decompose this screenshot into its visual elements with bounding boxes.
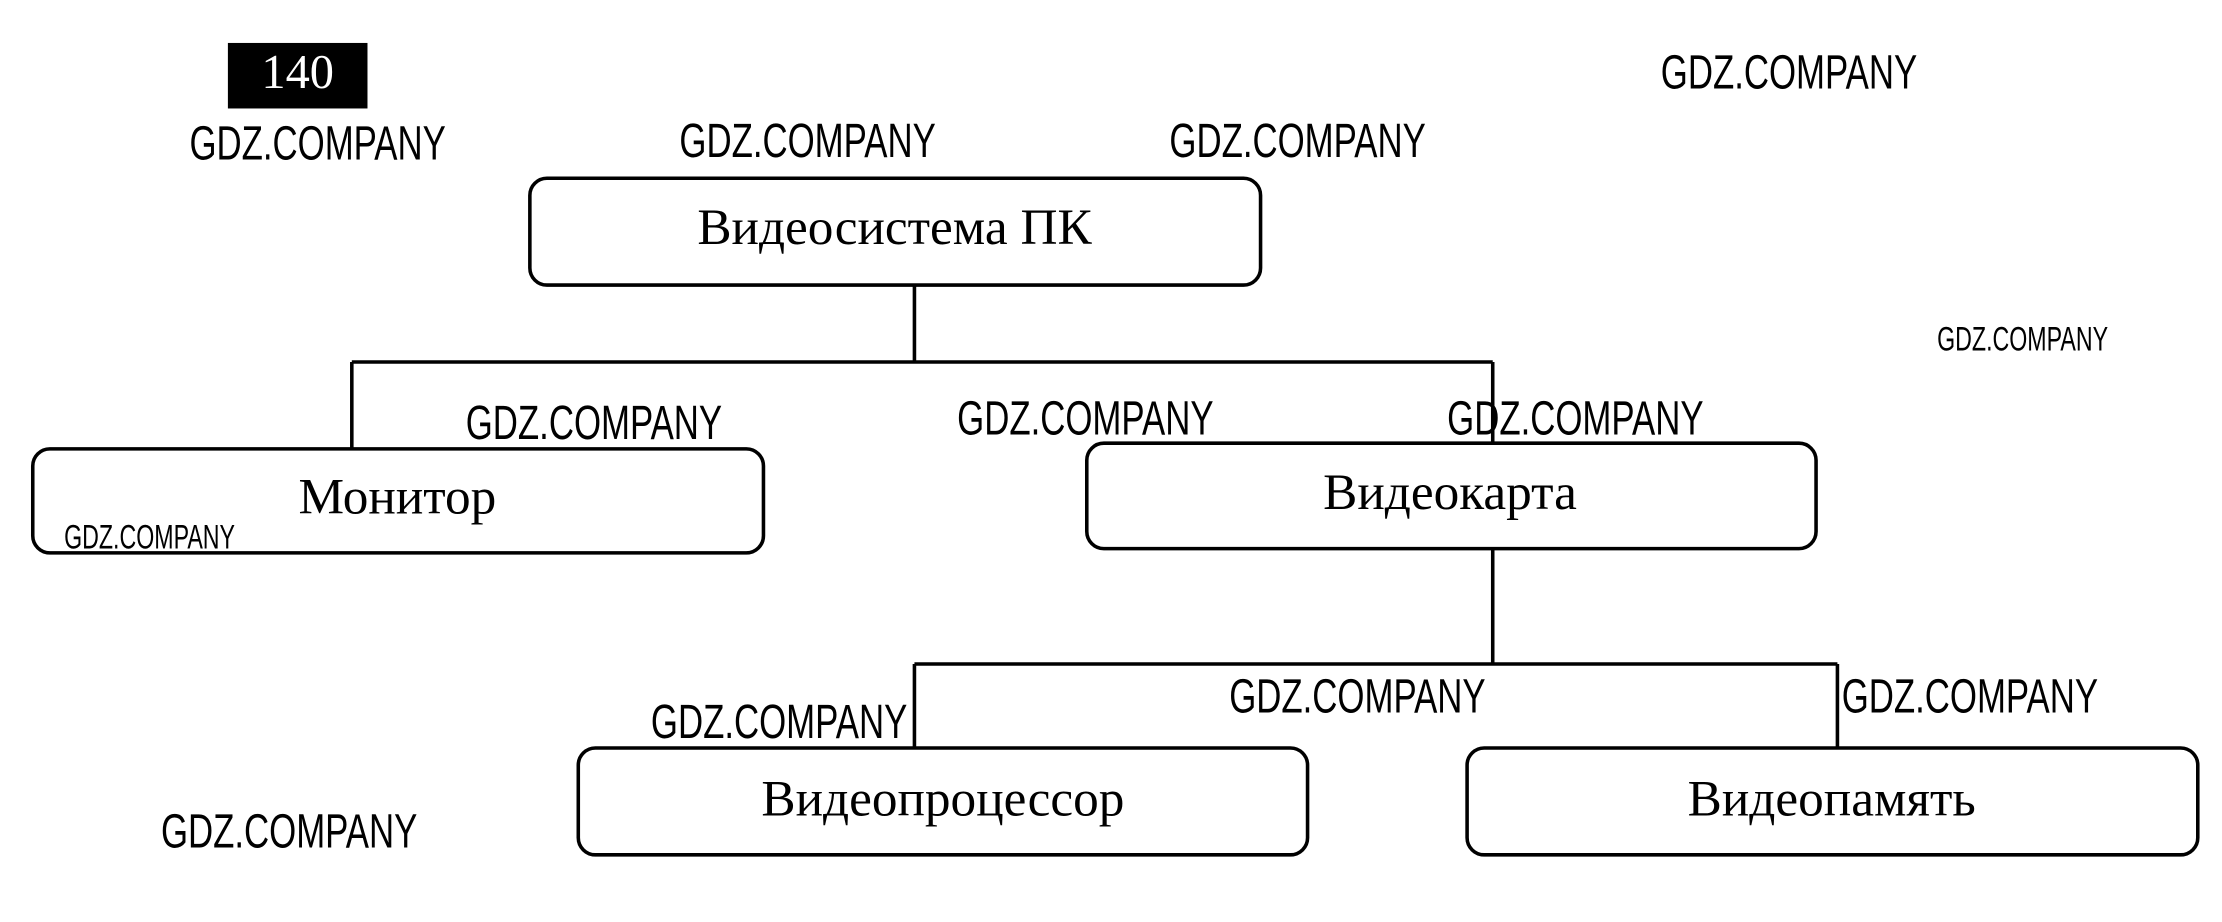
node-label: Видеосистема ПК — [697, 199, 1092, 256]
connectors — [350, 285, 1840, 749]
watermark: GDZ.COMPANY — [189, 117, 445, 171]
page-number: 140 — [261, 46, 334, 99]
watermark: GDZ.COMPANY — [1661, 46, 1917, 100]
node-monitor: Монитор — [30, 447, 766, 555]
node-label: Монитор — [298, 468, 496, 525]
watermark: GDZ.COMPANY — [651, 695, 907, 749]
connector-root — [350, 285, 1495, 449]
node-videoprocessor: Видеопроцессор — [576, 746, 1310, 857]
node-videocard: Видеокарта — [1085, 441, 1818, 551]
node-videomemory: Видеопамять — [1465, 746, 2200, 857]
watermark: GDZ.COMPANY — [1447, 392, 1703, 446]
watermark: GDZ.COMPANY — [1229, 669, 1485, 723]
watermark: GDZ.COMPANY — [1937, 321, 2108, 359]
watermark: GDZ.COMPANY — [466, 396, 722, 450]
watermark: GDZ.COMPANY — [64, 519, 235, 557]
node-label: Видеокарта — [1323, 464, 1577, 521]
watermark: GDZ.COMPANY — [679, 114, 935, 168]
node-label: Видеопамять — [1688, 770, 1976, 827]
watermark: GDZ.COMPANY — [1842, 669, 2098, 723]
watermark: GDZ.COMPANY — [957, 392, 1213, 446]
page-number-badge: 140 — [227, 42, 368, 109]
watermark: GDZ.COMPANY — [1169, 114, 1425, 168]
node-label: Видеопроцессор — [761, 770, 1124, 827]
node-root: Видеосистема ПК — [528, 176, 1263, 287]
connector-videocard — [912, 548, 1840, 749]
watermark: GDZ.COMPANY — [161, 805, 417, 859]
page-badge-bg — [227, 42, 368, 109]
watermarks: GDZ.COMPANY GDZ.COMPANY GDZ.COMPANY GDZ.… — [64, 46, 2108, 859]
